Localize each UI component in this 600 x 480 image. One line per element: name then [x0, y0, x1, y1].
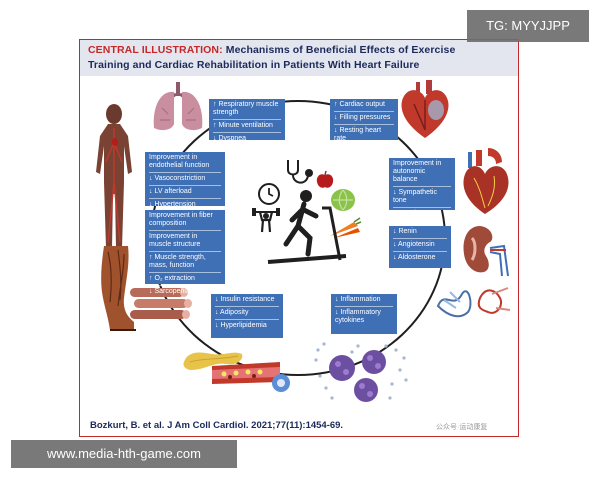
- box-item: Improvement in fiber composition: [149, 212, 213, 228]
- box-item: Improvement in autonomic balance: [393, 160, 442, 184]
- title-line-2: Training and Cardiac Rehabilitation in P…: [88, 59, 420, 71]
- box-item: ↓ Inflammatory cytokines: [335, 309, 381, 325]
- leg-muscle-icon: [101, 246, 136, 331]
- title-bar: [80, 40, 518, 76]
- wechat-watermark: 公众号·运动康复: [436, 424, 488, 431]
- box-item: ↓ Vasoconstriction: [149, 175, 206, 183]
- box-item: ↓ Sarcopenia: [149, 288, 190, 296]
- lungs-icon: [153, 82, 203, 131]
- blood-vessel-icon: [212, 362, 280, 384]
- url-watermark: www.media-hth-game.com: [11, 440, 237, 468]
- box-item: ↓ Insulin resistance: [215, 296, 275, 303]
- pancreas-icon: [183, 352, 243, 370]
- immune-cell-icon: [272, 374, 290, 392]
- apple-icon: [316, 170, 334, 188]
- box-inflammation: ↓ Inflammation ↓ Inflammatory cytokines: [331, 294, 397, 334]
- weightlifter-icon: [252, 208, 280, 233]
- box-metabolic: ↓ Insulin resistance ↓ Adiposity ↓ Hyper…: [211, 294, 283, 338]
- box-respiratory: ↑ Respiratory muscle strength ↑ Minute v…: [209, 99, 285, 143]
- box-item: ↓ Resting heart rate: [334, 127, 382, 143]
- box-muscle: Improvement in fiber composition Improve…: [145, 210, 225, 295]
- box-item: Improvement in endothelial function: [149, 154, 210, 170]
- box-item: ↓ Dyspnea: [213, 135, 247, 143]
- box-item: ↑ Muscle strength, mass, function: [149, 254, 206, 270]
- body-illustration: [96, 104, 132, 248]
- treadmill-runner-icon: [267, 190, 347, 264]
- box-item: ↓ Adiposity: [215, 309, 249, 317]
- title-line-1: CENTRAL ILLUSTRATION: Mechanisms of Bene…: [88, 44, 455, 56]
- box-item: ↑ Minute ventilation: [213, 122, 273, 130]
- muscle-fiber-icon: [130, 288, 192, 319]
- box-item: Improvement in muscle structure: [149, 233, 201, 249]
- box-item: ↑ Cardiac output: [334, 101, 385, 108]
- box-autonomic: Improvement in autonomic balance ↓ Sympa…: [389, 158, 455, 217]
- carrots-icon: [330, 217, 362, 238]
- box-item: ↑ Respiratory muscle strength: [213, 101, 279, 117]
- citation: Bozkurt, B. et al. J Am Coll Cardiol. 20…: [90, 420, 344, 431]
- heart-icon: [401, 80, 449, 138]
- box-cardiac: ↑ Cardiac output ↓ Filling pressures ↓ R…: [330, 99, 398, 143]
- box-item: ↓ Angiotensin: [393, 241, 435, 249]
- title-prefix: CENTRAL ILLUSTRATION:: [88, 44, 223, 56]
- kidney-icon: [463, 226, 509, 277]
- inflammatory-cells-icon: [314, 342, 408, 402]
- box-item: ↓ LV afterload: [149, 188, 192, 196]
- box-item: ↑ O₂ extraction: [149, 275, 195, 283]
- box-item: ↓ Hypertension: [149, 201, 196, 209]
- molecule-icon: [436, 287, 511, 318]
- box-item: ↓ Sympathetic tone: [393, 189, 437, 205]
- box-item: ↑ Vagal tone: [393, 210, 432, 218]
- box-item: ↓ Inflammation: [335, 296, 381, 303]
- cabbage-icon: [331, 189, 355, 211]
- stethoscope-icon: [287, 160, 313, 184]
- box-item: ↓ Filling pressures: [334, 114, 391, 122]
- box-item: ↓ Aldosterone: [393, 254, 436, 262]
- box-raas: ↓ Renin ↓ Angiotensin ↓ Aldosterone: [389, 226, 451, 268]
- box-endothelial: Improvement in endothelial function ↓ Va…: [145, 152, 225, 209]
- box-item: ↓ Renin: [393, 228, 417, 235]
- clock-icon: [258, 183, 280, 205]
- title-line-1-text: Mechanisms of Beneficial Effects of Exer…: [225, 44, 456, 56]
- box-item: ↓ Hyperlipidemia: [215, 322, 267, 330]
- heart-vessels-icon: [463, 148, 509, 214]
- tg-watermark: TG: MYYJJPP: [467, 10, 589, 42]
